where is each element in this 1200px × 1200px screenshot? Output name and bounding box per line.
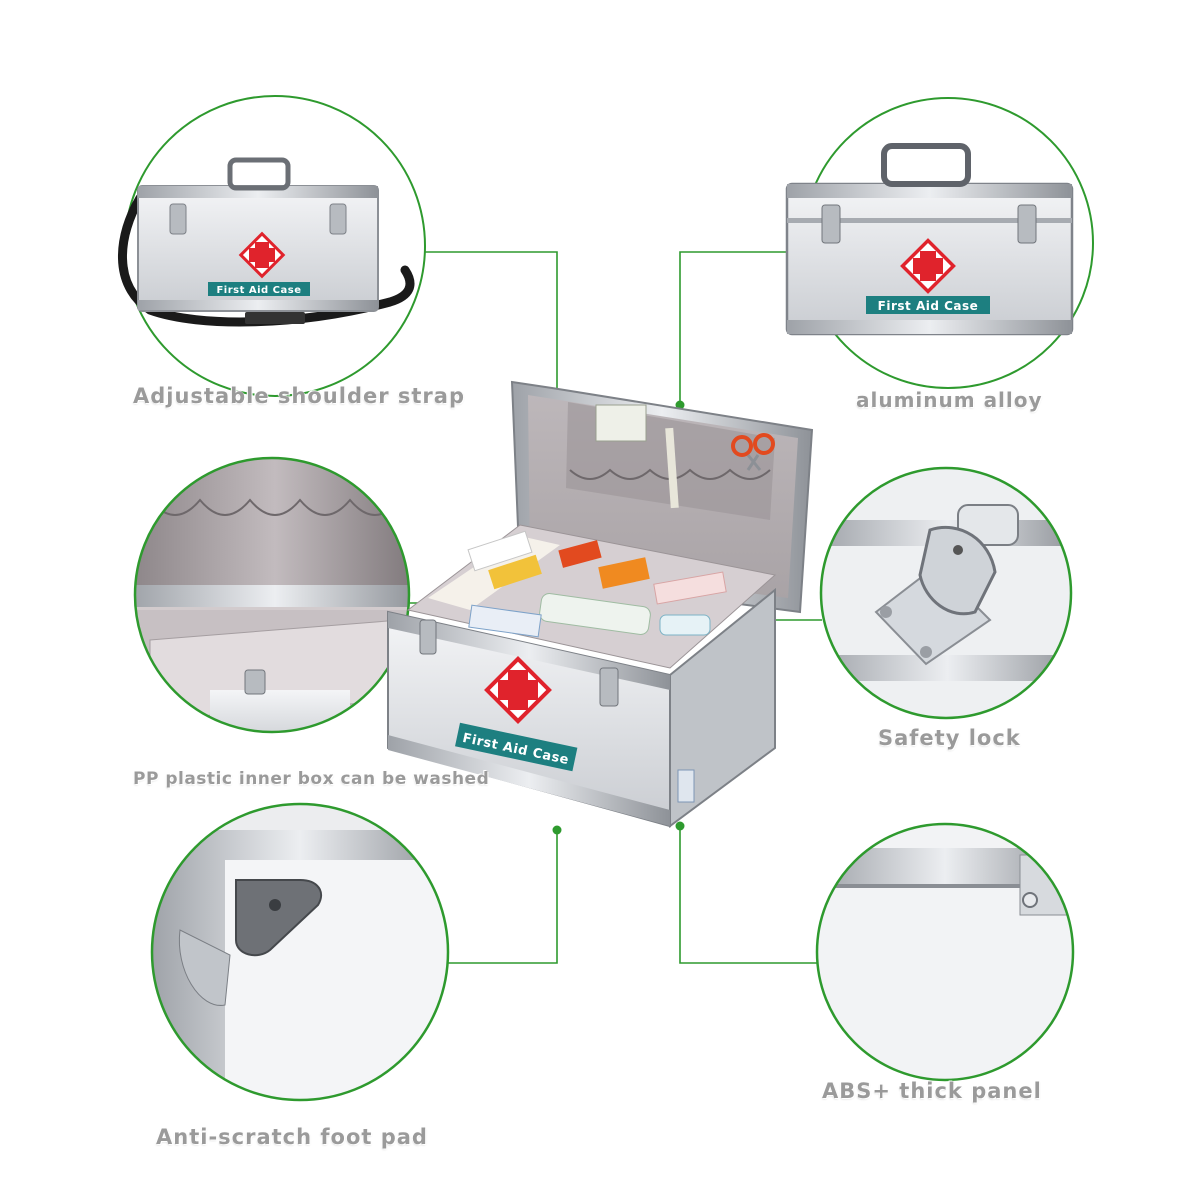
shoulder-strap-detail: First Aid Case: [118, 95, 426, 397]
product-label-badge: [455, 722, 578, 772]
product-label: First Aid Case: [216, 285, 301, 296]
foot-pad-detail: [150, 802, 450, 1102]
strap-icon: [118, 193, 415, 327]
caption-aluminum-alloy: aluminum alloy: [856, 388, 1043, 412]
connector-strap: [380, 251, 558, 405]
open-case-main: First Aid Case: [387, 380, 814, 828]
latch-icon: [918, 525, 997, 616]
safety-lock-detail: [819, 466, 1073, 720]
caption-safety-lock: Safety lock: [878, 726, 1021, 750]
thick-panel-detail: [815, 822, 1075, 1082]
caption-inner-box: PP plastic inner box can be washed: [133, 769, 490, 789]
product-label-badge: [208, 282, 310, 296]
product-label: First Aid Case: [878, 299, 979, 313]
foot-pad-icon: [235, 879, 323, 957]
aluminum-alloy-detail: First Aid Case: [785, 97, 1094, 389]
connector-panel: [679, 826, 820, 964]
caption-foot-pad: Anti-scratch foot pad: [156, 1125, 428, 1149]
inner-box-detail: [133, 456, 411, 734]
rivet-icon: [1022, 892, 1038, 908]
connector-alloy: [679, 251, 810, 405]
product-label-badge: [866, 296, 990, 314]
scissors-icon: [731, 433, 775, 471]
caption-thick-panel: ABS+ thick panel: [822, 1079, 1042, 1103]
caption-shoulder-strap: Adjustable shoulder strap: [133, 384, 465, 408]
